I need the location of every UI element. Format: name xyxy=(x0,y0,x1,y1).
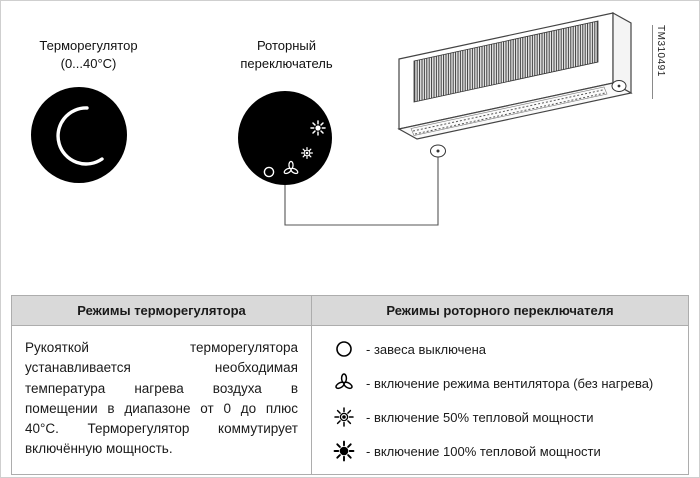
mode-label-heat-100: - включение 100% тепловой мощности xyxy=(366,443,601,459)
part-number: ТМ310491 xyxy=(652,25,666,99)
mode-row-off: - завеса выключена xyxy=(322,332,678,366)
thermostat-description: Рукояткой терморегулятора устанавливаетс… xyxy=(12,326,312,474)
knob-heat-100-icon xyxy=(310,120,326,136)
knob-curtain-off-icon xyxy=(263,166,275,178)
mode-row-fan: - включение режима вентилятора (без нагр… xyxy=(322,366,678,400)
header-rotary-modes: Режимы роторного переключателя xyxy=(386,303,614,318)
knob-heat-50-icon xyxy=(301,147,313,159)
curtain-off-icon xyxy=(322,337,366,361)
part-number-text: ТМ310491 xyxy=(655,25,666,77)
rotary-modes-list: - завеса выключена - включение режима ве… xyxy=(312,326,688,474)
heat-50-icon xyxy=(322,405,366,429)
heat-100-icon xyxy=(322,439,366,463)
rotary-switch-knob xyxy=(238,91,332,185)
mode-label-fan: - включение режима вентилятора (без нагр… xyxy=(366,375,654,391)
diagram-canvas xyxy=(31,11,633,226)
mode-row-heat-50: - включение 50% тепловой мощности xyxy=(322,400,678,434)
mode-label-off: - завеса выключена xyxy=(366,341,487,357)
thermostat-knob xyxy=(31,87,127,183)
rotary-label-line1: Роторный xyxy=(256,38,317,53)
thermostat-dial-arc xyxy=(56,106,104,166)
fastener-cap-left xyxy=(430,144,446,158)
header-thermostat-modes: Режимы терморегулятора xyxy=(12,296,312,325)
mode-label-heat-50: - включение 50% тепловой мощности xyxy=(366,409,594,425)
connector-line xyxy=(284,157,439,226)
air-curtain-unit xyxy=(397,11,633,158)
modes-table-body: Рукояткой терморегулятора устанавливаетс… xyxy=(12,326,688,474)
vent-grille xyxy=(413,20,599,103)
rotary-label-line2: переключатель xyxy=(240,55,333,71)
modes-table-header: Режимы терморегулятора Режимы роторного … xyxy=(12,296,688,326)
thermostat-label-line2: (0...40°С) xyxy=(60,55,117,71)
air-curtain-diagram: Терморегулятор (0...40°С) Роторный перек… xyxy=(1,1,699,293)
outlet-strip xyxy=(410,86,608,136)
fan-mode-icon xyxy=(322,371,366,395)
thermostat-label-line1: Терморегулятор xyxy=(39,38,138,53)
rotary-switch-label: Роторный переключатель xyxy=(219,37,354,72)
mode-row-heat-100: - включение 100% тепловой мощности xyxy=(322,434,678,468)
unit-bottom-face xyxy=(397,82,633,140)
modes-table: Режимы терморегулятора Режимы роторного … xyxy=(11,295,689,475)
thermostat-label: Терморегулятор (0...40°С) xyxy=(6,37,171,72)
fastener-cap-right xyxy=(611,80,627,92)
